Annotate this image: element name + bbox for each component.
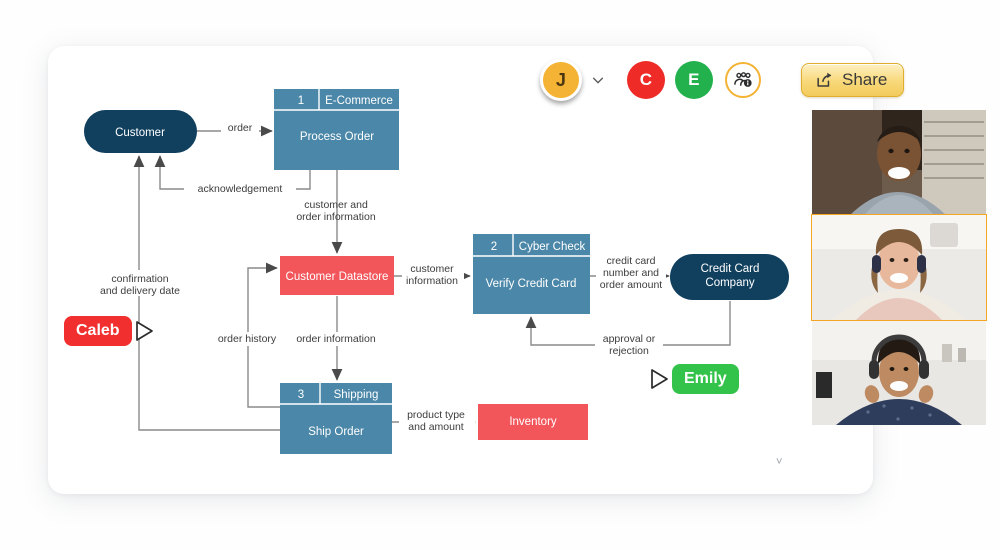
video-tile-participant-1[interactable] — [812, 110, 986, 215]
chevron-down-icon[interactable] — [591, 73, 605, 87]
share-button[interactable]: Share — [801, 63, 905, 97]
canvas-minor-mark: ˅ — [776, 456, 783, 468]
cursor-label-caleb: Caleb — [64, 316, 132, 346]
collaboration-toolbar: J C E Share — [540, 58, 905, 102]
people-info-icon[interactable] — [725, 62, 761, 98]
cursor-pointer-icon — [135, 321, 153, 341]
avatar-self[interactable]: J — [540, 59, 582, 101]
whiteboard-canvas[interactable] — [48, 46, 873, 494]
share-icon — [817, 72, 832, 87]
avatar-participant-c[interactable]: C — [627, 61, 665, 99]
cursor-pointer-icon — [651, 369, 668, 389]
avatar-participant-e[interactable]: E — [675, 61, 713, 99]
cursor-label-emily: Emily — [672, 364, 739, 394]
cursor-caleb: Caleb — [64, 316, 156, 346]
share-button-label: Share — [842, 70, 888, 89]
cursor-emily: Emily — [648, 364, 739, 394]
video-tile-participant-2[interactable] — [811, 214, 987, 321]
video-tile-list — [811, 110, 987, 425]
video-tile-participant-3[interactable] — [812, 320, 986, 425]
